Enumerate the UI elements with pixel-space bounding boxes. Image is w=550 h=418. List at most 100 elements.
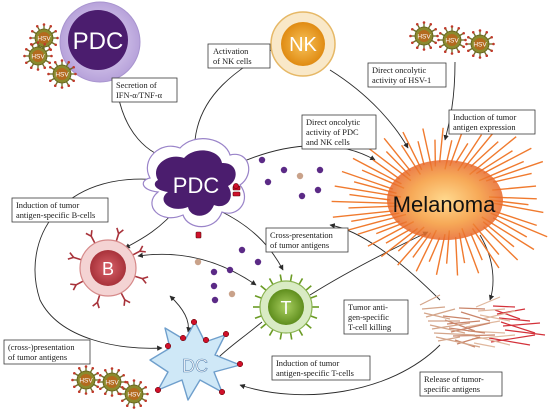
granule [254,258,262,266]
label-oncolytic-pdc-line2: activity of PDC [306,128,359,137]
arrow-hsv-melanoma [443,61,456,141]
melanoma-cell: Melanoma [331,126,548,276]
label-cross2-line1: (cross-)presentation [8,343,75,352]
antigen-fiber [450,322,491,333]
melanoma-ray [352,157,402,185]
melanoma-ray [402,131,423,171]
melanoma-ray [470,233,483,261]
cytokine-granules [194,156,324,304]
granule [316,166,324,174]
t-cell: T [253,274,319,340]
antibody-arm [70,283,77,286]
box-oncolytic-hsv: Direct oncolytic activity of HSV-1 [367,62,447,88]
arrow-t-dc [215,321,263,361]
antibody-stem [96,294,101,303]
granule [226,266,234,274]
antigen-fiber [446,320,481,325]
t-cell-spike [298,329,304,336]
antigen-fiber [433,332,476,336]
melanoma-ray [492,217,528,238]
label-cross-line2: of tumor antigens [270,241,329,250]
t-cell-spike [289,274,293,282]
label-secretion-line1: Secretion of [116,81,157,90]
antigen-fiber [429,324,466,334]
b-cell: B [67,227,149,309]
antigen-fiber [419,294,441,306]
melanoma-ray [349,193,391,201]
label-antigen-expr-line1: Induction of tumor [453,113,516,122]
granule [298,192,306,200]
dc-antigen-tip [179,334,187,342]
arrow-pdc-t [217,209,284,271]
hsv-label: HSV [127,392,141,399]
antibody-arm [69,252,75,258]
hsv-virus: HSV [23,41,53,71]
antibody-arm [72,284,77,291]
hsv-label: HSV [473,42,487,49]
melanoma-ray [428,237,441,262]
melanoma-ray [357,220,400,235]
tumor-antigen-network [419,294,546,348]
box-induction-antigen-expr: Induction of tumor antigen expression [448,109,536,135]
antigen-fiber [469,334,511,346]
granule [210,282,218,290]
arrow-pdc-dc [34,178,163,351]
antibody-arm [67,256,74,260]
antibody-stem [90,235,96,244]
hsv-virus: HSV [97,367,127,397]
pdc-top-cell: PDC [59,1,141,83]
t-cell-spike [254,294,262,299]
granule [314,186,322,194]
t-cell-spike [260,285,267,291]
antigen-fiber [460,311,491,322]
antigen-fiber [481,310,516,320]
t-cell-spike [298,278,304,285]
hsv-label: HSV [37,36,51,43]
box-cross-presentation2: (cross-)presentation of tumor antigens [3,339,91,365]
antibody-stem [132,250,141,256]
t-cell-spike [305,323,312,329]
label-killing-line2: gen-specific [348,313,389,322]
antibody-stem [73,256,82,261]
box-oncolytic-pdc-nk: Direct oncolytic activity of PDC and NK … [301,114,377,150]
hsv-label: HSV [79,378,93,385]
dc-antigen-tip [236,360,244,368]
box-induction-tcells: Induction of tumor antigen-specific T-ce… [271,355,371,381]
hsv-virus: HSV [437,25,467,55]
label-cross2-line2: of tumor antigens [8,353,67,362]
melanoma-ray [380,227,418,258]
melanoma-ray [471,228,500,269]
antigen-fiber [423,312,451,320]
dc-antigen-tip [202,336,210,344]
melanoma-ray [483,147,532,174]
antibody-arm [116,227,120,234]
box-tcell-killing: Tumor anti- gen-specific T-cell killing [343,299,409,335]
antibody-stem [134,275,143,280]
hsv-label: HSV [417,34,431,41]
hsv-label: HSV [55,72,69,79]
antigen-fiber [444,319,476,332]
label-bcells-line2: antigen-specific B-cells [16,211,95,220]
arrow-nk-melanoma [329,69,409,149]
antibody-stem [120,292,126,301]
pdc-center-label: PDC [173,173,220,198]
label-oncolytic-hsv-line1: Direct oncolytic [372,66,426,75]
arrow-t-melanoma [309,231,429,296]
antigen-fiber [494,309,521,320]
hsv-virus: HSV [71,365,101,395]
hsv-label: HSV [31,54,45,61]
antigen-fiber [475,296,501,308]
antigen-fiber [490,334,536,343]
melanoma-ray [470,141,499,168]
box-secretion: Secretion of IFN-α/TNF-α [111,77,178,103]
antibody-arm [141,278,147,284]
label-oncolytic-hsv-line2: activity of HSV-1 [372,76,431,85]
hsv-virus: HSV [47,59,77,89]
dc-antigen-tip [218,388,226,396]
label-cross-line1: Cross-presentation [270,231,334,240]
melanoma-ray [485,160,544,182]
granule [194,258,202,266]
granule [280,166,288,174]
antibody-arm [118,229,124,235]
